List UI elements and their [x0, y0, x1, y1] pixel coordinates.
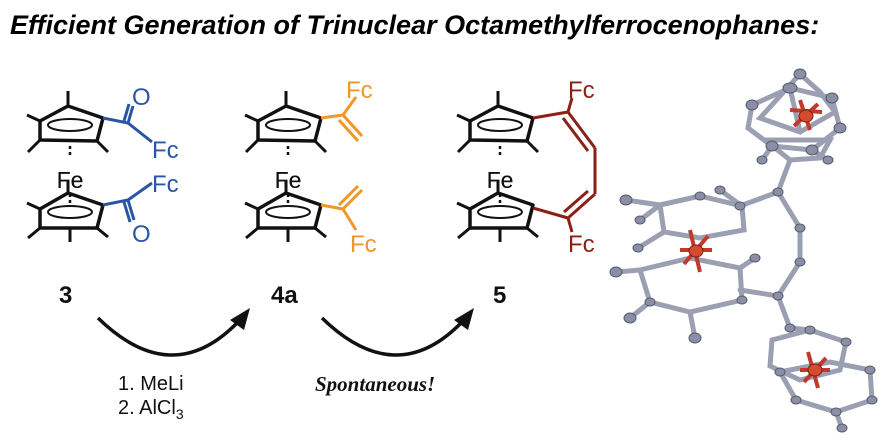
condition-step-2: 2. AlCl3	[118, 396, 184, 426]
figure-title: Efficient Generation of Trinuclear Octam…	[10, 10, 820, 40]
condition-step-2-subscript: 3	[175, 406, 184, 422]
compound-3-structure: Fe O Fc Fc O	[27, 84, 179, 248]
crystal-structure	[609, 68, 878, 433]
compound-5-fc-bottom: Fc	[568, 231, 595, 258]
compound-3-fe: Fe	[57, 167, 84, 193]
compound-5-fc-top: Fc	[568, 77, 595, 104]
compound-5-label: 5	[493, 282, 507, 309]
compound-4a-label: 4a	[271, 282, 298, 309]
compound-3-fc-bottom: Fc	[152, 171, 179, 198]
compound-3-fc-top: Fc	[152, 137, 179, 164]
compound-4a-fc-bottom: Fc	[350, 231, 377, 258]
compound-3-oxygen-top: O	[132, 84, 151, 111]
reaction-conditions: 1. MeLi 2. AlCl3	[118, 372, 184, 426]
compound-5-structure: Fe Fc Fc	[457, 77, 597, 258]
compound-5-fe: Fe	[487, 167, 514, 193]
compound-4a-fc-top: Fc	[346, 77, 373, 104]
compound-3-label: 3	[59, 282, 73, 309]
condition-step-2-text: 2. AlCl	[118, 397, 176, 419]
condition-step-1: 1. MeLi	[118, 373, 184, 395]
compound-4a-structure: Fe Fc Fc	[245, 77, 377, 258]
reaction-arrow-2	[320, 308, 474, 357]
compound-4a-fe: Fe	[275, 167, 302, 193]
spontaneous-note: Spontaneous!	[315, 372, 436, 396]
reaction-arrow-1	[96, 308, 250, 357]
compound-3-oxygen-bottom: O	[132, 221, 151, 248]
